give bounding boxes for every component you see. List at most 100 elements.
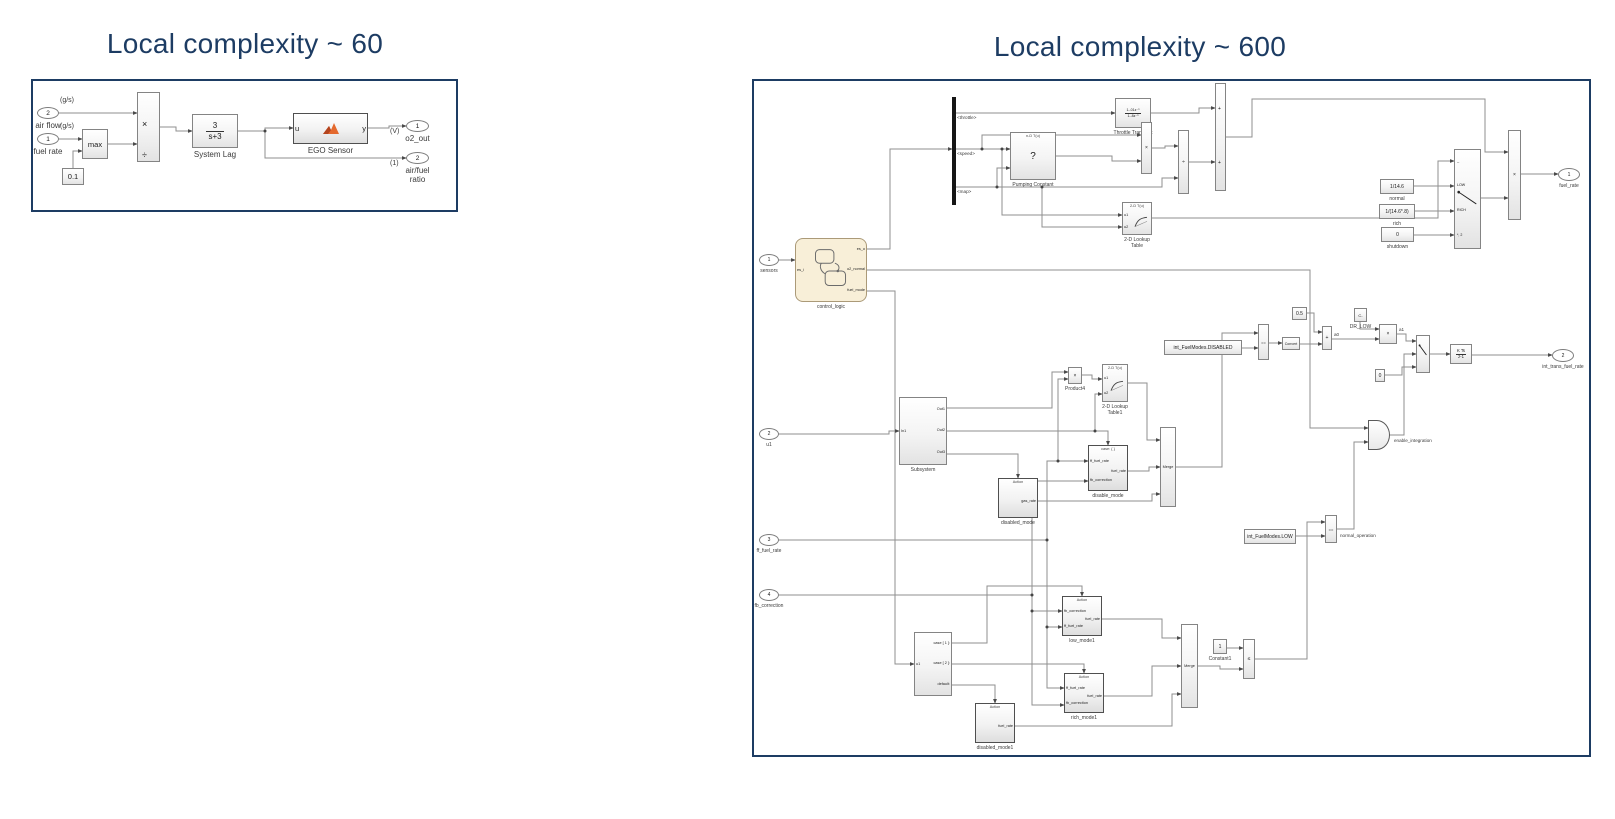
inport-u1[interactable]: 2	[759, 428, 779, 440]
inport-air-flow-text: 2	[46, 109, 50, 117]
lookup-table-2d-header: 2-D T(u)	[1129, 204, 1145, 208]
constant-dr-low-text: C-	[1358, 312, 1363, 318]
outport-fuel-rate[interactable]: 1	[1558, 168, 1580, 181]
disabled-mode1-label: disabled_mode1	[976, 745, 1014, 751]
inport-air-flow[interactable]: 2	[37, 107, 59, 119]
inport-sensors-label: sensors	[760, 268, 778, 274]
product4[interactable]: ×	[1068, 367, 1082, 384]
constant-rich-text: 1/(14.6*.8)	[1385, 208, 1409, 215]
product-block-a-text: ×	[1145, 145, 1148, 151]
switch-case-port-case [ 1 ]:: case [ 1 ]:	[933, 641, 950, 646]
bus-selector-bar[interactable]	[952, 97, 956, 205]
max-block[interactable]: max	[82, 129, 108, 159]
pumping-constant[interactable]: n-D T(u)?	[1010, 132, 1056, 180]
convert-block-text: Convert	[1284, 341, 1298, 346]
outport-air-fuel-ratio[interactable]: 2	[406, 152, 429, 164]
control-logic-chart-label: control_logic	[816, 304, 846, 310]
disable-mode-header: case: { }	[1101, 447, 1115, 451]
disabled-mode-port-gas_rate: gas_rate	[1021, 498, 1036, 503]
product-block-a[interactable]: ×	[1141, 122, 1152, 174]
inport-sensors[interactable]: 1	[759, 254, 779, 266]
rich-mode1-port-fuel_rate: fuel_rate	[1087, 693, 1102, 698]
constant-one[interactable]: 1	[1213, 639, 1227, 654]
and-gate[interactable]	[1368, 420, 1390, 450]
inport-ff-fuel-rate[interactable]: 3	[759, 534, 779, 546]
disable-mode-label: disable_mode	[1092, 493, 1124, 499]
merge-mid[interactable]: Merge	[1160, 427, 1176, 507]
outport-o2-out-label: o2_out	[405, 134, 430, 143]
low-mode1-port-ff_fuel_rate: ff_fuel_rate	[1064, 624, 1083, 629]
integration-switch[interactable]	[1416, 335, 1430, 373]
constant-0-5[interactable]: 0.5	[1292, 307, 1307, 320]
constant-int-fuelmodes-disabled[interactable]: int_FuelModes.DISABLED	[1164, 340, 1242, 355]
sum-a0-text: +	[1325, 335, 1329, 341]
sum-block[interactable]: ++	[1215, 83, 1226, 191]
constant-rich[interactable]: 1/(14.6*.8)	[1379, 204, 1415, 219]
inport-fb-correction[interactable]: 4	[759, 589, 779, 601]
product-block-out[interactable]: ×	[1508, 130, 1521, 220]
multiport-switch-mark: LOW	[1457, 183, 1466, 187]
inport-fuel-rate-label: fuel rate	[33, 147, 63, 156]
merge-bottom[interactable]: Merge	[1181, 624, 1198, 708]
outport-o2-out[interactable]: 1	[406, 120, 429, 132]
pumping-constant-text: ?	[1030, 150, 1036, 162]
outport-o2-out-text: 1	[415, 122, 420, 130]
equals-low[interactable]: ==	[1325, 515, 1337, 543]
merge-bottom-text: Merge	[1184, 664, 1195, 668]
outport-int-trans-fuel-rate[interactable]: 2	[1552, 349, 1574, 362]
rich-mode1-port-fb_correction: fb_correction	[1066, 701, 1088, 706]
lookup-table-2d-1-port-u1: u1	[1104, 376, 1109, 381]
constant-normal[interactable]: 1/14.6	[1380, 179, 1414, 194]
ego-sensor-block-label: EGO Sensor	[307, 146, 354, 155]
constant-0-1[interactable]: 0.1	[62, 168, 84, 185]
constant-one-text: 1	[1218, 643, 1222, 650]
convert-block[interactable]: Convert	[1282, 337, 1300, 350]
lookup-table-2d-port-u2: u2	[1124, 225, 1129, 229]
constant-shutdown[interactable]: 0	[1381, 227, 1414, 242]
inport-fuel-rate[interactable]: 1	[37, 133, 59, 145]
inport-fb-correction-label: fb_correction	[754, 603, 784, 609]
signal-annotation: <speed>	[957, 151, 975, 156]
constant-0-5-text: 0.5	[1296, 310, 1303, 317]
constant-dr-low[interactable]: C-	[1354, 308, 1367, 322]
left-diagram-title: Local complexity ~ 60	[106, 28, 384, 59]
sum-a0[interactable]: +	[1322, 326, 1332, 350]
constant-normal-text: 1/14.6	[1390, 183, 1404, 190]
switch-diagonal	[1417, 336, 1429, 372]
product-a1[interactable]: ×	[1379, 324, 1397, 344]
pumping-constant-label: Pumping Constant	[1012, 182, 1054, 188]
relational-le[interactable]: ≤	[1243, 639, 1255, 679]
equals-disabled[interactable]: ==	[1258, 324, 1269, 360]
lookup-table-2d-1-port-u2: u2	[1104, 390, 1109, 395]
switch-case-port-default:: default:	[937, 681, 950, 686]
constant-int-fuelmodes-low[interactable]: int_FuelModes.LOW	[1244, 529, 1296, 544]
relational-le-text: ≤	[1247, 656, 1251, 662]
low-mode1-label: low_mode1	[1069, 638, 1095, 644]
mpswitch-diagonal	[1455, 150, 1480, 248]
product-divide-block[interactable]: ×÷	[137, 92, 160, 162]
divide-block[interactable]: ÷	[1178, 130, 1189, 194]
low-mode1-header: Action	[1076, 598, 1088, 602]
control-logic-chart-port-es_o: es_o	[856, 247, 865, 252]
disable-mode-port-fuel_rate: fuel_rate	[1111, 468, 1126, 473]
constant-shutdown-label: shutdown	[1386, 244, 1409, 250]
lookup-table-2d-1-label: 2-D Lookup Table1	[1102, 404, 1128, 416]
constant-zero[interactable]: 0	[1375, 369, 1385, 382]
ego-sensor-block-port-y: y	[362, 123, 366, 133]
constant-dr-low-label: DR_LOW	[1349, 324, 1372, 330]
